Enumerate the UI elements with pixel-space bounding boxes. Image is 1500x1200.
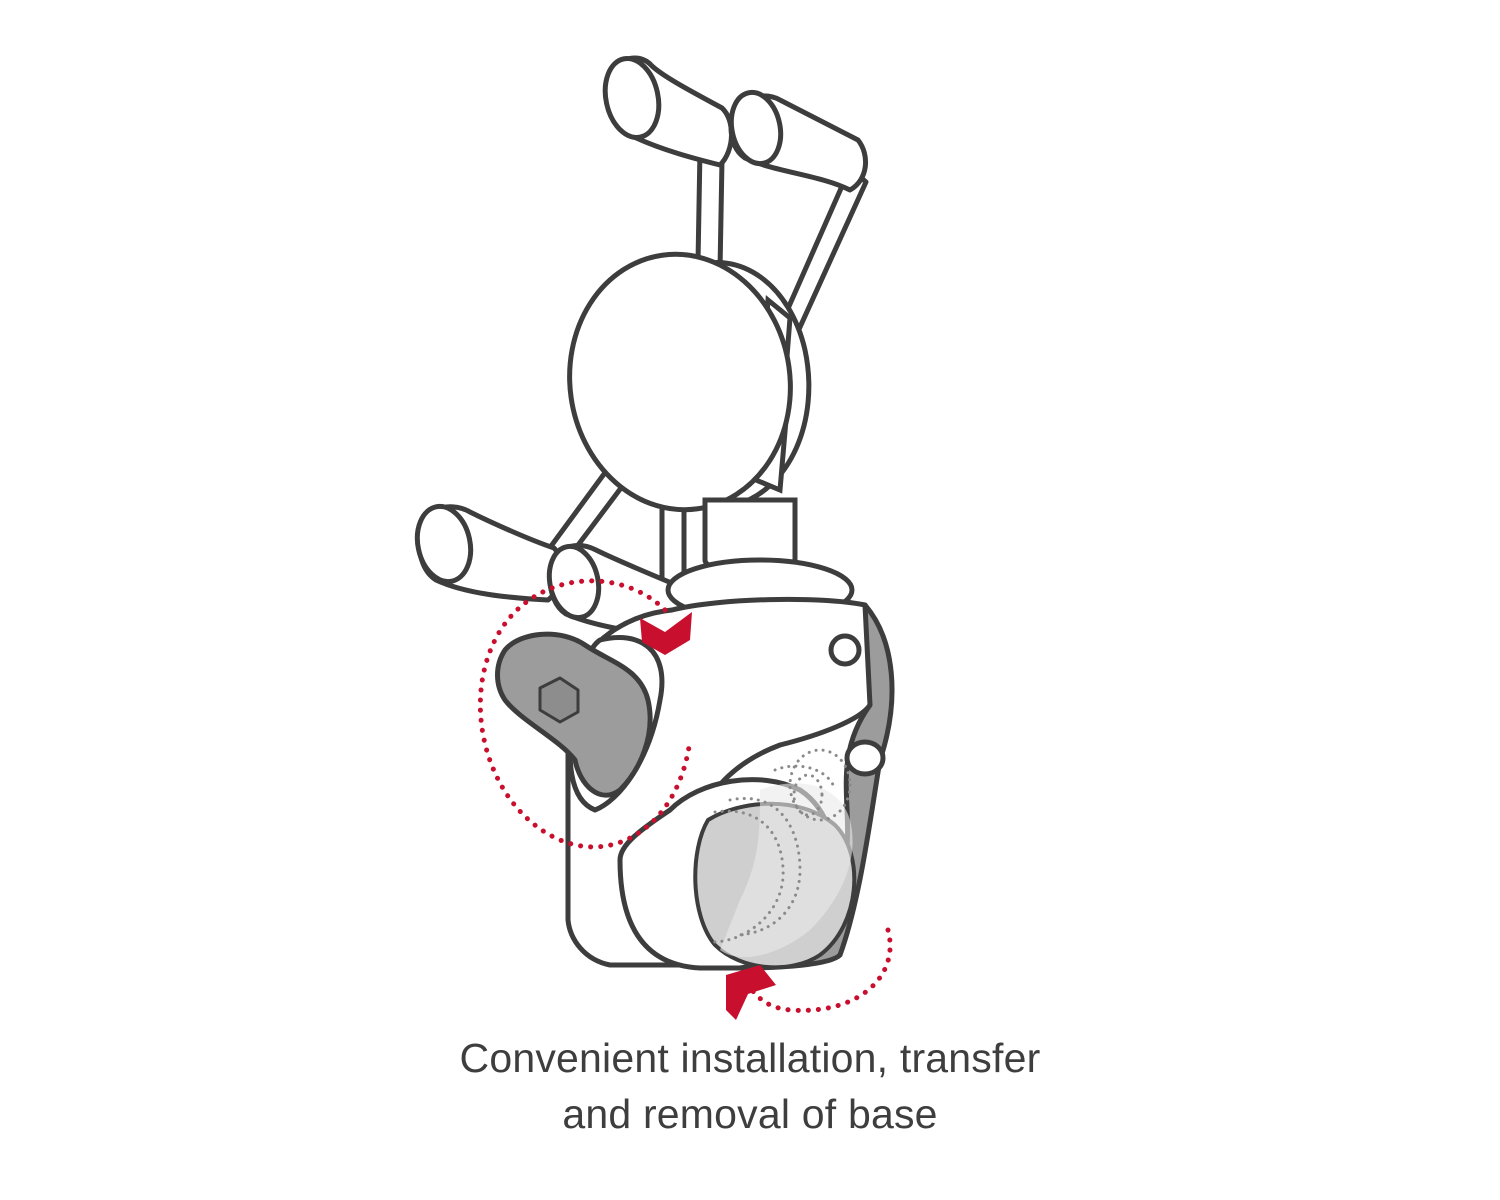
clamp-knob bbox=[495, 631, 665, 813]
transfer-base-ghost bbox=[710, 748, 853, 958]
caption-line-2: and removal of base bbox=[562, 1091, 938, 1137]
xgrip-center-hub bbox=[567, 251, 812, 513]
caption-line-1: Convenient installation, transfer bbox=[459, 1035, 1041, 1081]
rotation-path-dotted-circle bbox=[477, 578, 693, 850]
gray-dotted-guides bbox=[710, 748, 852, 944]
chevron-arrow-up-icon bbox=[726, 965, 776, 1020]
return-path-dotted-curve bbox=[749, 927, 893, 1013]
transfer-base-ghost-fill bbox=[720, 783, 853, 958]
chevron-arrow-down-icon bbox=[640, 612, 692, 655]
